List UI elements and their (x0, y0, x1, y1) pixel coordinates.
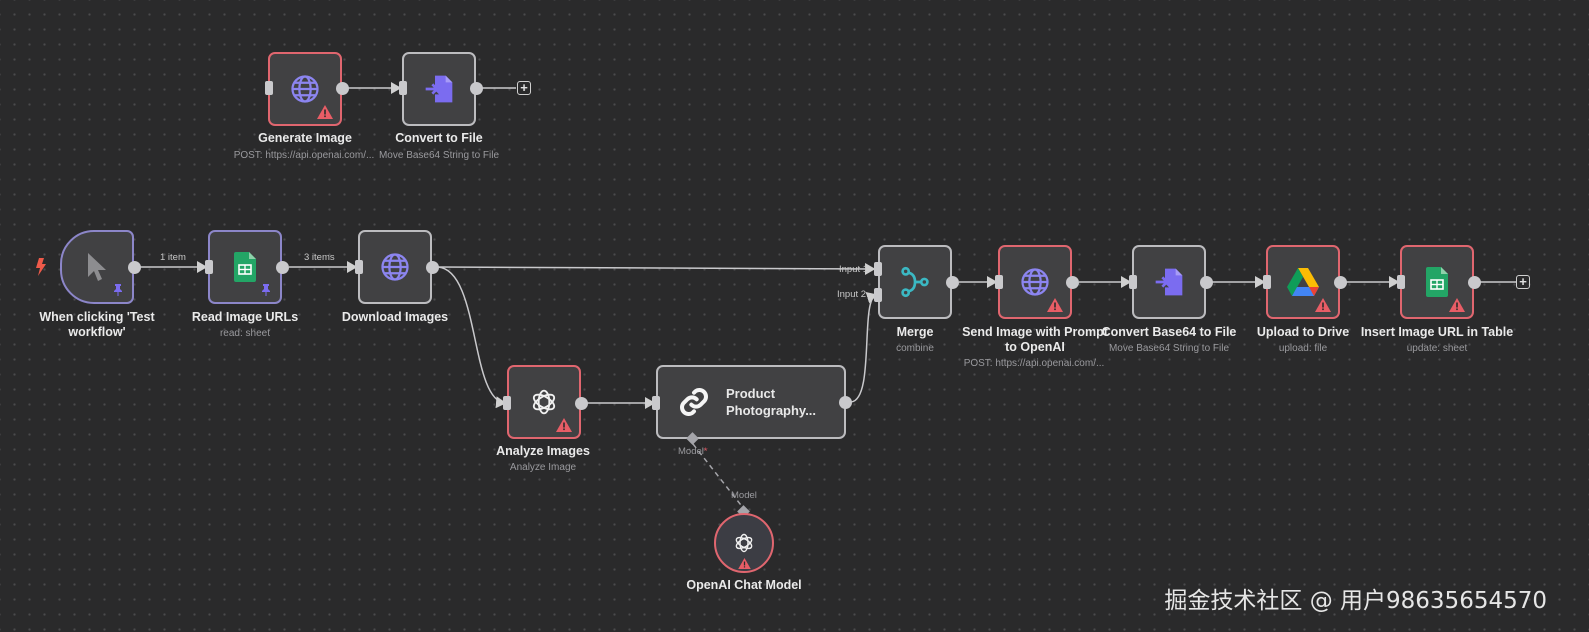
node-send-image-openai[interactable] (998, 245, 1072, 319)
node-convert-base64[interactable] (1132, 245, 1206, 319)
warning-icon (1315, 298, 1331, 312)
openai-icon (528, 386, 560, 418)
merge-input-1-handle[interactable] (874, 262, 882, 276)
node-title: Merge (896, 325, 934, 339)
output-handle[interactable] (128, 261, 141, 274)
node-subtitle: Move Base64 String to File (1108, 343, 1230, 354)
output-handle[interactable] (1066, 276, 1079, 289)
model-output-label: Model (731, 490, 757, 501)
trigger-bolt-icon (36, 258, 46, 276)
node-insert-image-url[interactable] (1400, 245, 1474, 319)
node-subtitle: update: sheet (1406, 343, 1468, 354)
watermark: 掘金技术社区 @ 用户98635654570 (1164, 588, 1547, 614)
output-handle[interactable] (470, 82, 483, 95)
input-handle[interactable] (1263, 275, 1271, 289)
google-sheets-icon (234, 252, 256, 282)
node-title: Download Images (341, 310, 449, 324)
node-subtitle: POST: https://api.openai.com/... (963, 358, 1105, 369)
edge-download-to-merge (437, 262, 876, 275)
edge-item-count: 3 items (304, 252, 335, 263)
globe-icon (1020, 267, 1050, 297)
input-handle[interactable] (652, 396, 660, 410)
globe-icon (290, 74, 320, 104)
node-title: Convert Base64 to File (1101, 325, 1237, 339)
output-handle[interactable] (1468, 276, 1481, 289)
input-handle[interactable] (355, 260, 363, 274)
node-product-photography[interactable]: Product Photography... (656, 365, 846, 439)
node-title-line2: workflow' (68, 325, 126, 339)
node-download-images[interactable] (358, 230, 432, 304)
convert-file-icon (1153, 266, 1185, 298)
node-openai-chat-model[interactable] (714, 513, 774, 573)
node-read-image-urls[interactable] (208, 230, 282, 304)
output-handle[interactable] (276, 261, 289, 274)
output-handle[interactable] (839, 396, 852, 409)
node-title: Analyze Images (496, 444, 590, 458)
node-manual-trigger[interactable] (60, 230, 134, 304)
node-title-line2: Photography... (726, 403, 817, 418)
input-handle[interactable] (1129, 275, 1137, 289)
add-node-button[interactable]: + (517, 81, 531, 95)
node-title-line1: Send Image with Prompt (962, 325, 1108, 339)
chain-link-icon (678, 386, 710, 418)
node-merge[interactable] (878, 245, 952, 319)
node-subtitle: combine (896, 343, 934, 354)
node-title: Convert to File (395, 131, 483, 145)
openai-icon (732, 531, 756, 555)
node-analyze-images[interactable] (507, 365, 581, 439)
model-port-label: Model* (678, 446, 708, 457)
node-title: Product Photography... (726, 385, 816, 419)
merge-input-2-label: Input 2 (837, 289, 867, 300)
globe-icon (380, 252, 410, 282)
input-handle[interactable] (995, 275, 1003, 289)
warning-icon (1449, 298, 1465, 312)
node-title-line1: Product (726, 386, 776, 401)
node-subtitle: POST: https://api.openai.com/... (233, 150, 375, 161)
node-title: OpenAI Chat Model (686, 578, 802, 592)
cursor-icon (85, 251, 109, 283)
pin-icon (114, 284, 122, 296)
google-sheets-icon (1426, 267, 1448, 297)
node-subtitle: Move Base64 String to File (378, 150, 500, 161)
pin-icon (262, 284, 270, 296)
node-title: Upload to Drive (1256, 325, 1350, 339)
input-handle[interactable] (205, 260, 213, 274)
input-handle[interactable] (265, 81, 273, 95)
node-title: Insert Image URL in Table (1360, 325, 1514, 339)
edge-product-to-merge (850, 292, 878, 403)
warning-icon (738, 558, 751, 569)
merge-icon (899, 266, 931, 298)
input-handle[interactable] (399, 81, 407, 95)
node-convert-to-file[interactable] (402, 52, 476, 126)
google-drive-icon (1287, 268, 1319, 296)
input-handle[interactable] (1397, 275, 1405, 289)
node-title: Read Image URLs (191, 310, 299, 324)
warning-icon (317, 105, 333, 119)
input-handle[interactable] (503, 396, 511, 410)
output-handle[interactable] (575, 397, 588, 410)
output-handle[interactable] (426, 261, 439, 274)
node-title-line2: to OpenAI (1005, 340, 1065, 354)
node-generate-image[interactable] (268, 52, 342, 126)
edge-item-count: 1 item (160, 252, 186, 263)
node-subtitle: Analyze Image (509, 462, 577, 473)
output-handle[interactable] (336, 82, 349, 95)
convert-file-icon (423, 73, 455, 105)
node-subtitle: upload: file (1278, 343, 1328, 354)
warning-icon (556, 418, 572, 432)
node-upload-to-drive[interactable] (1266, 245, 1340, 319)
output-handle[interactable] (1334, 276, 1347, 289)
merge-input-2-handle[interactable] (874, 288, 882, 302)
warning-icon (1047, 298, 1063, 312)
output-handle[interactable] (946, 276, 959, 289)
node-title-line1: When clicking 'Test (39, 310, 155, 324)
edge-download-to-analyze (437, 266, 507, 409)
merge-input-1-label: Input 1 (839, 264, 869, 275)
node-subtitle: read: sheet (219, 328, 271, 339)
output-handle[interactable] (1200, 276, 1213, 289)
node-title: Generate Image (258, 131, 352, 145)
add-node-button[interactable]: + (1516, 275, 1530, 289)
